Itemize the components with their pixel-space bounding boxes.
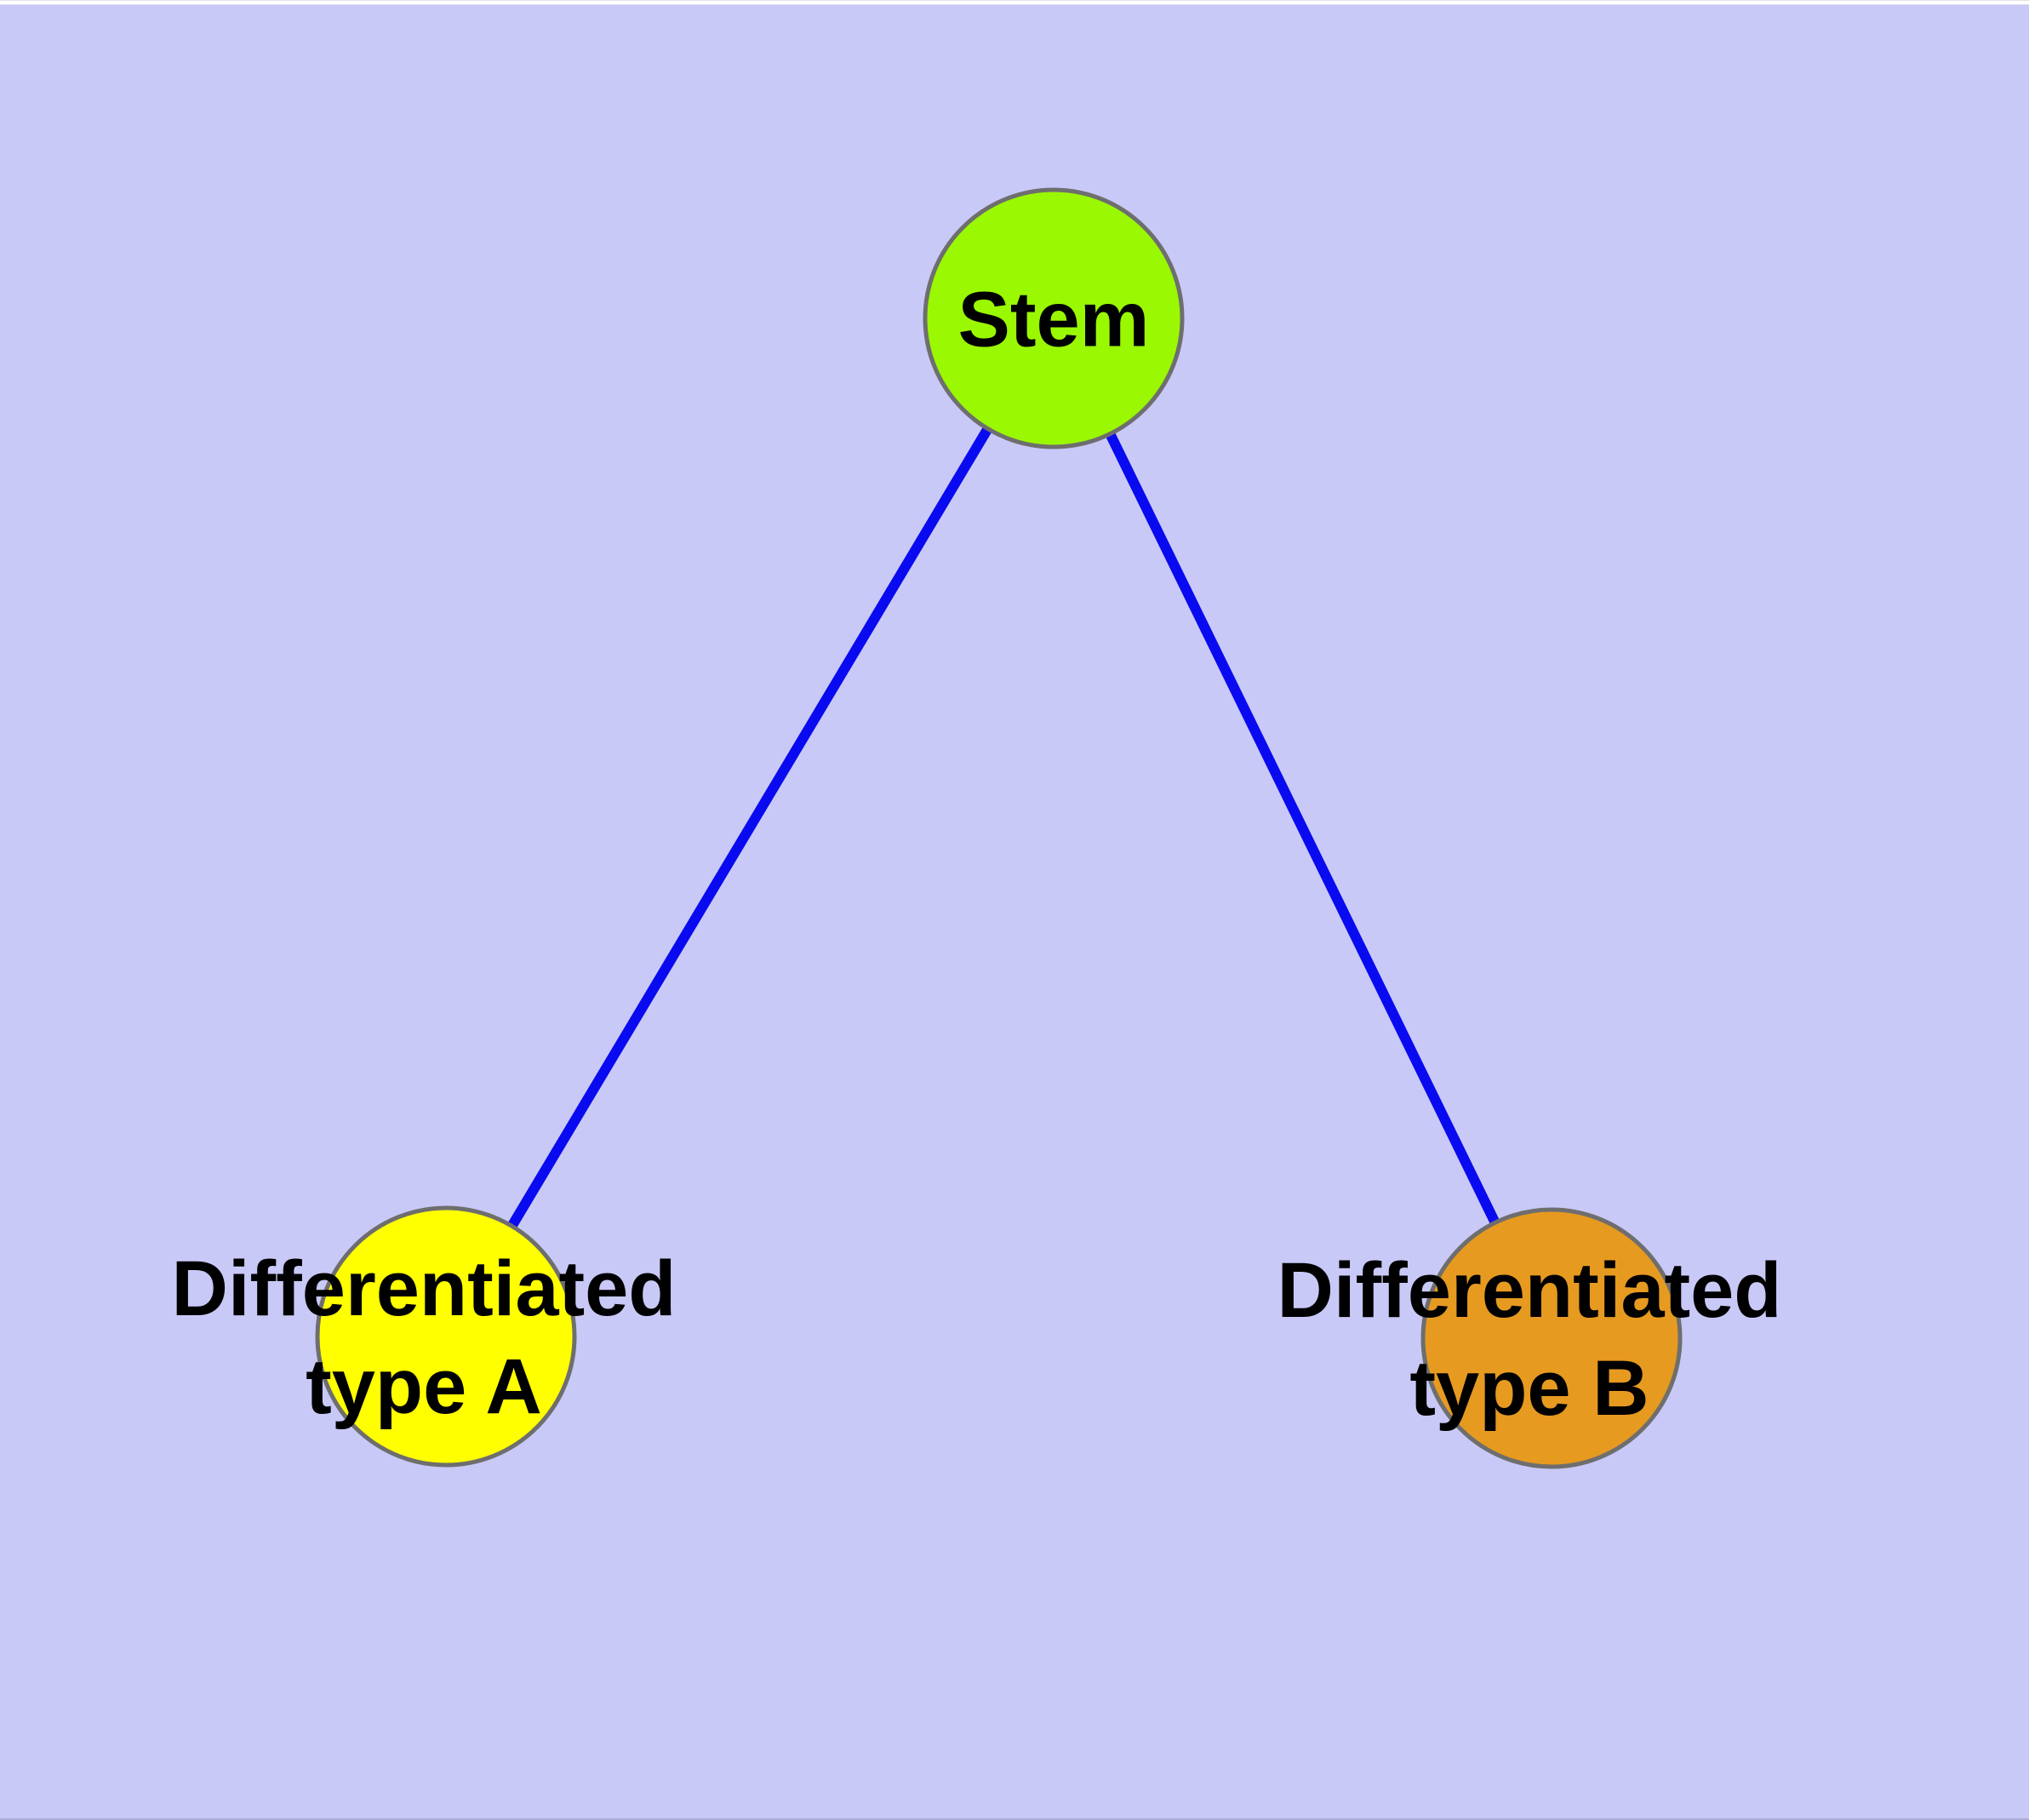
- window-bottom-edge: [0, 1818, 2029, 1820]
- node-stem[interactable]: [923, 187, 1185, 449]
- edge-stem-type-a[interactable]: [441, 315, 1059, 1340]
- node-type-a[interactable]: [315, 1205, 577, 1468]
- window-top-edge: [0, 0, 2029, 5]
- edge-stem-type-b[interactable]: [1049, 316, 1557, 1341]
- node-type-b[interactable]: [1420, 1207, 1683, 1469]
